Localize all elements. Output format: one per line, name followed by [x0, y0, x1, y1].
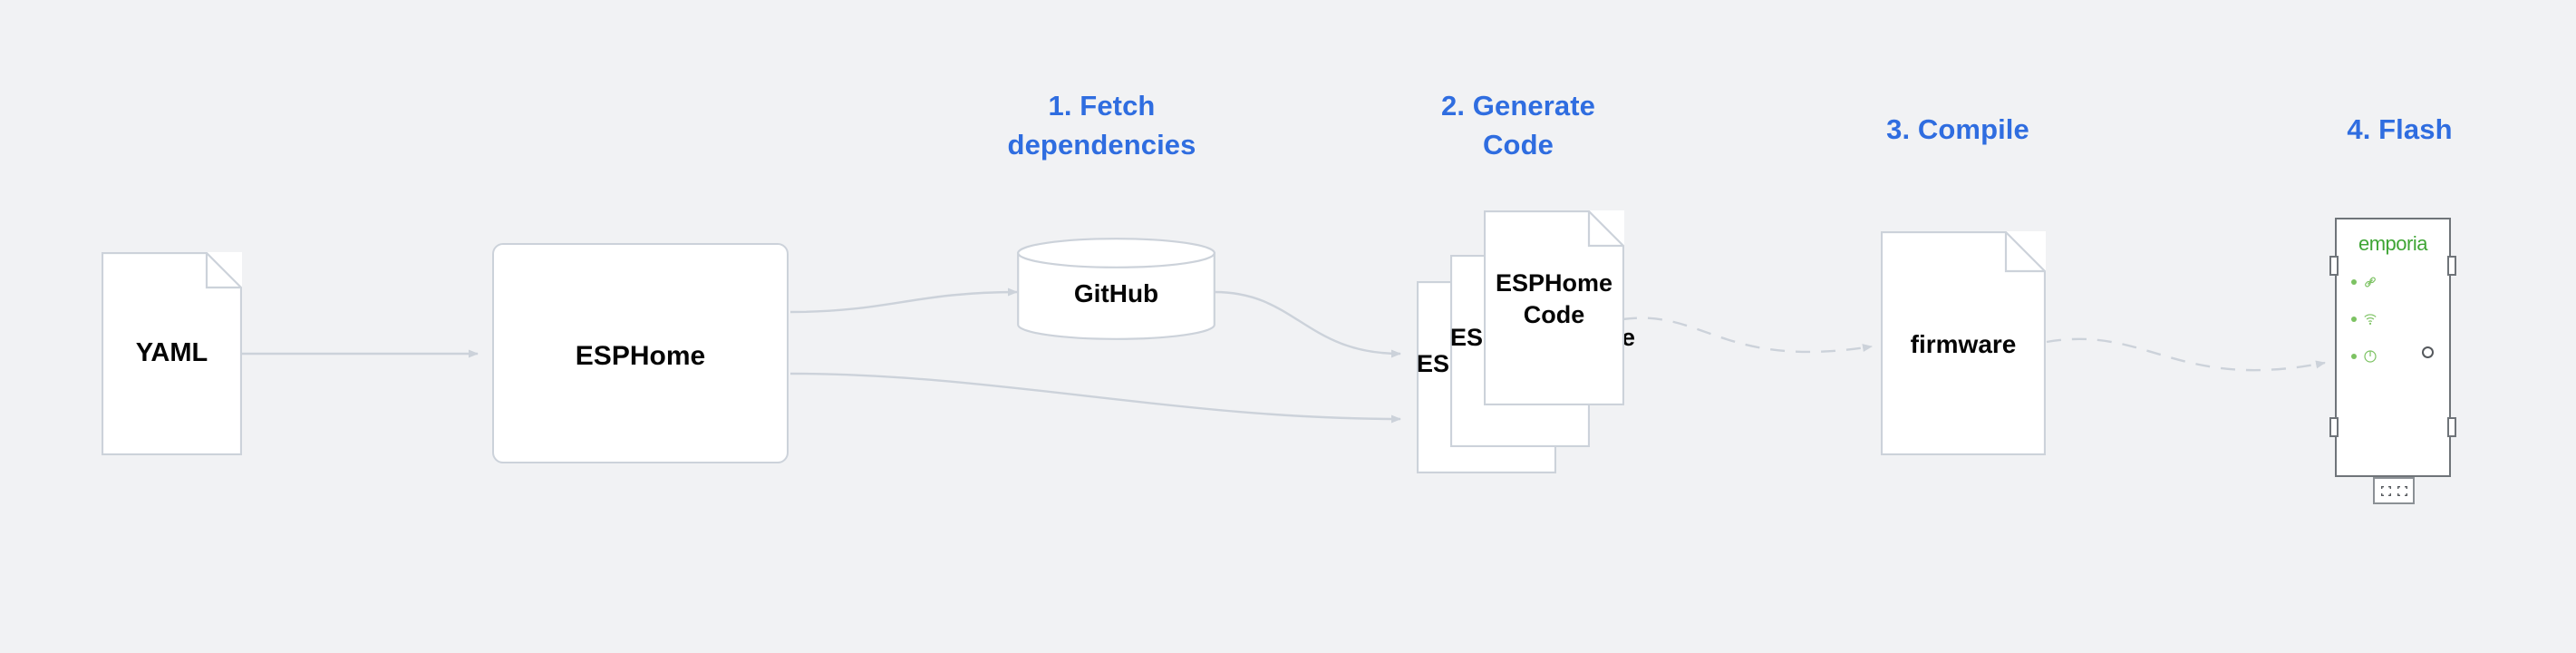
step-generate-line1: 2. Generate	[1441, 90, 1595, 122]
node-firmware[interactable]: firmware	[1881, 231, 2046, 455]
cylinder-shape	[1017, 238, 1215, 340]
step-fetch-line1: 1. Fetch	[1048, 90, 1156, 122]
document-shape	[1881, 231, 2046, 455]
connector-pin-right-icon	[2397, 485, 2407, 496]
node-github[interactable]: GitHub	[1017, 238, 1215, 340]
device-tab-bottom-right	[2447, 417, 2456, 437]
connector-pin-left-icon	[2380, 485, 2391, 496]
step-label-flash: 4. Flash	[2302, 111, 2497, 150]
power-icon	[2364, 350, 2377, 363]
edge-firmware-to-device	[2046, 337, 2326, 372]
edge-esphome-to-github	[789, 288, 1018, 314]
device-body	[2335, 218, 2451, 477]
document-shape	[102, 252, 242, 455]
edge-code-to-firmware	[1622, 317, 1873, 354]
node-esphome[interactable]: ESPHome	[492, 243, 789, 463]
device-connector-port	[2373, 477, 2415, 504]
node-device[interactable]: emporia	[2328, 218, 2458, 504]
link-icon	[2365, 277, 2376, 288]
edge-github-to-code	[1214, 290, 1401, 358]
node-code-front[interactable]: ESPHome Code	[1484, 210, 1624, 405]
link-led-dot	[2351, 279, 2357, 285]
step-compile-line1: 3. Compile	[1886, 113, 2029, 145]
step-label-fetch: 1. Fetch dependencies	[1000, 87, 1204, 165]
step-generate-line2: Code	[1483, 128, 1554, 161]
node-esphome-label: ESPHome	[575, 341, 706, 371]
device-tab-bottom-left	[2329, 417, 2339, 437]
node-yaml[interactable]: YAML	[102, 252, 242, 455]
step-label-compile: 3. Compile	[1858, 111, 2058, 150]
edge-esphome-to-code	[789, 372, 1401, 424]
device-tab-top-left	[2329, 256, 2339, 276]
device-indicator-power	[2351, 349, 2377, 364]
power-led-dot	[2351, 354, 2357, 359]
device-brand-logo: emporia	[2358, 232, 2427, 255]
step-fetch-line2: dependencies	[1007, 128, 1196, 161]
device-indicator-wifi	[2351, 312, 2377, 326]
step-label-generate: 2. Generate Code	[1423, 87, 1613, 165]
step-flash-line1: 4. Flash	[2347, 113, 2453, 145]
device-indicator-link	[2351, 275, 2377, 289]
device-tab-top-right	[2447, 256, 2456, 276]
device-reset-button[interactable]	[2422, 346, 2434, 358]
wifi-led-dot	[2351, 317, 2357, 322]
document-shape	[1484, 210, 1624, 405]
wifi-icon	[2364, 314, 2377, 325]
